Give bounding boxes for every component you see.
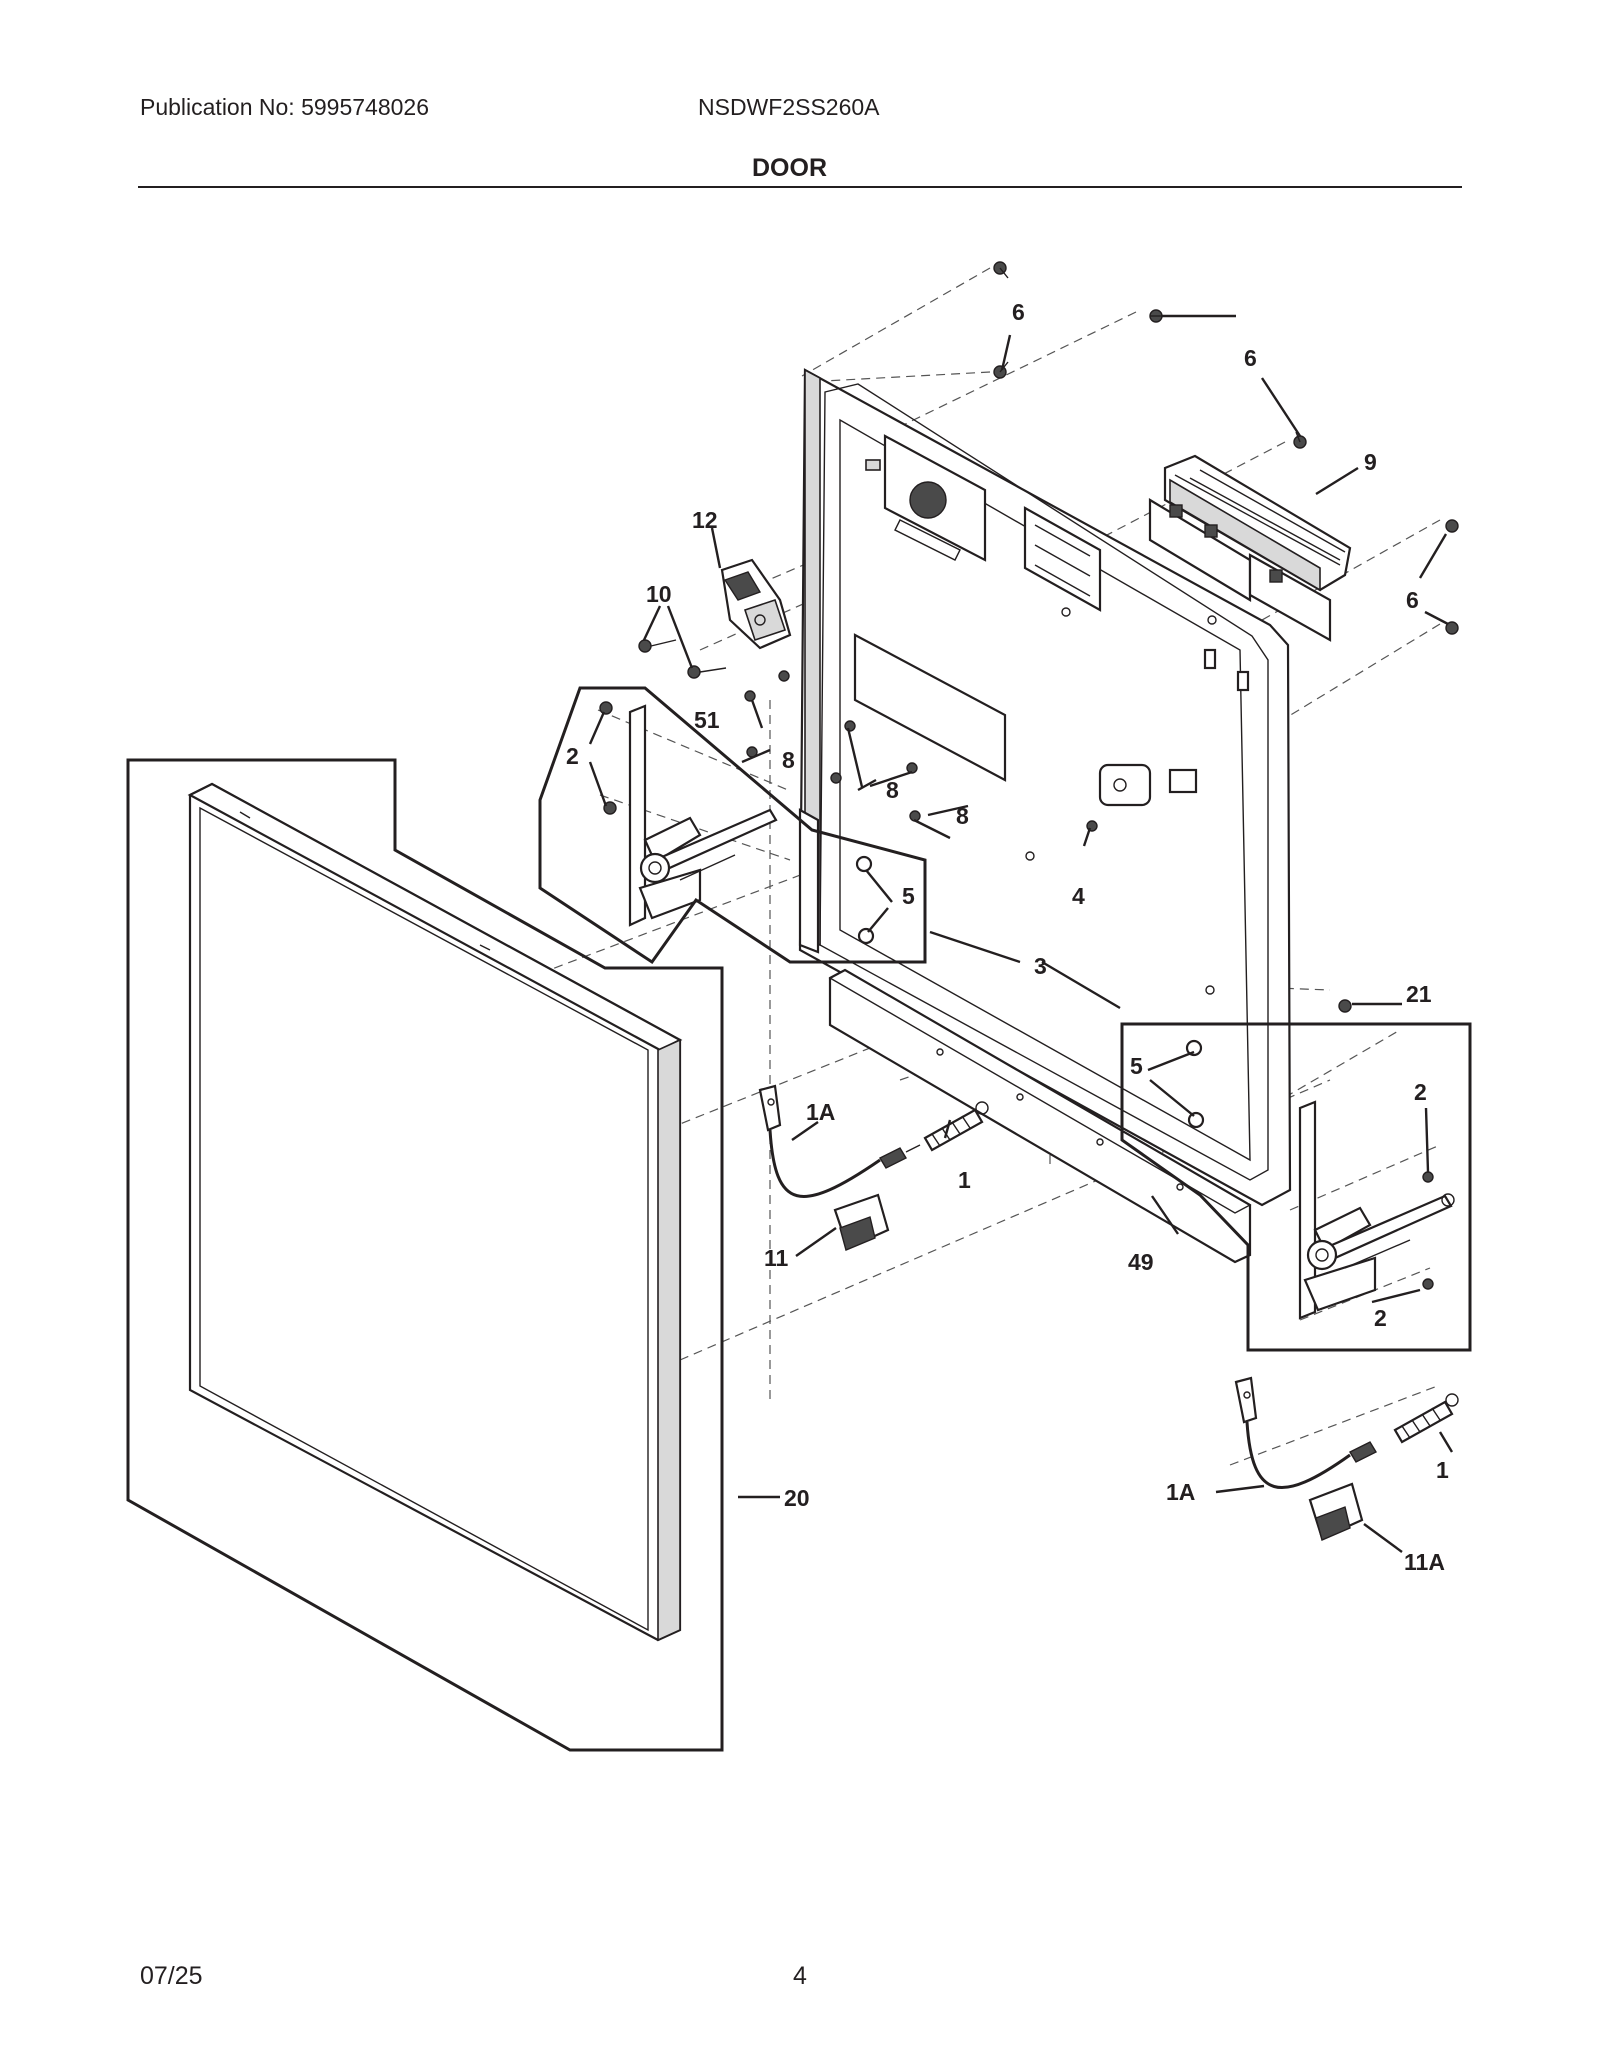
cable-pulley-right xyxy=(1308,1482,1364,1541)
callout-8: 8 xyxy=(886,777,899,803)
header-rule xyxy=(138,186,1462,188)
callout-21: 21 xyxy=(1406,981,1432,1007)
callout-11a: 11A xyxy=(1404,1549,1445,1575)
bottom-trim xyxy=(828,968,1252,1264)
callout-1: 1 xyxy=(1436,1457,1449,1483)
callout-11: 11 xyxy=(764,1245,789,1271)
cable-pulley-left xyxy=(833,1193,890,1251)
callout-6: 6 xyxy=(1012,299,1025,325)
callout-12: 12 xyxy=(692,507,718,533)
door-spring-right xyxy=(1393,1393,1459,1444)
hinge-right-group-boundary xyxy=(1120,1022,1472,1352)
screws xyxy=(599,261,1459,1290)
hinge-left-group-boundary xyxy=(538,686,927,965)
callout-2: 2 xyxy=(1374,1305,1387,1331)
callout-2: 2 xyxy=(1414,1079,1427,1105)
callout-5: 5 xyxy=(902,883,915,909)
callout-1a: 1A xyxy=(806,1099,835,1125)
inner-door-panel xyxy=(798,368,1292,1207)
control-module xyxy=(1148,454,1352,642)
publication-number: Publication No: 5995748026 xyxy=(140,94,430,120)
door-latch xyxy=(720,558,792,650)
callout-8: 8 xyxy=(956,803,969,829)
door-spring-left xyxy=(923,1101,989,1152)
callout-20: 20 xyxy=(784,1485,810,1511)
outer-door xyxy=(187,782,683,1642)
callout-6: 6 xyxy=(1406,587,1419,613)
callout-6: 6 xyxy=(1244,345,1257,371)
hinge-left xyxy=(628,704,778,927)
callout-3: 3 xyxy=(1034,953,1047,979)
callout-1a: 1A xyxy=(1166,1479,1195,1505)
callout-8: 8 xyxy=(782,747,795,773)
callout-10: 10 xyxy=(646,581,672,607)
page-title: DOOR xyxy=(752,154,827,182)
callout-4: 4 xyxy=(1072,883,1085,909)
callout-5: 5 xyxy=(1130,1053,1143,1079)
door-cable-right xyxy=(1234,1376,1377,1490)
callout-49: 49 xyxy=(1128,1249,1154,1275)
callout-2: 2 xyxy=(566,743,579,769)
model-number: NSDWF2SS260A xyxy=(698,94,880,120)
callout-1: 1 xyxy=(958,1167,971,1193)
leader-lines xyxy=(588,314,1454,1553)
footer-date: 07/25 xyxy=(140,1962,203,1990)
outer-door-boundary xyxy=(126,758,724,1752)
callout-9: 9 xyxy=(1364,449,1377,475)
hinge-right xyxy=(1298,1100,1455,1320)
door-cable-left xyxy=(758,1084,921,1198)
page-number: 4 xyxy=(793,1962,807,1990)
callout-51: 51 xyxy=(694,707,720,733)
callouts: 6 6 9 6 12 10 51 2 8 8 8 5 4 3 21 5 2 1A… xyxy=(566,299,1449,1575)
